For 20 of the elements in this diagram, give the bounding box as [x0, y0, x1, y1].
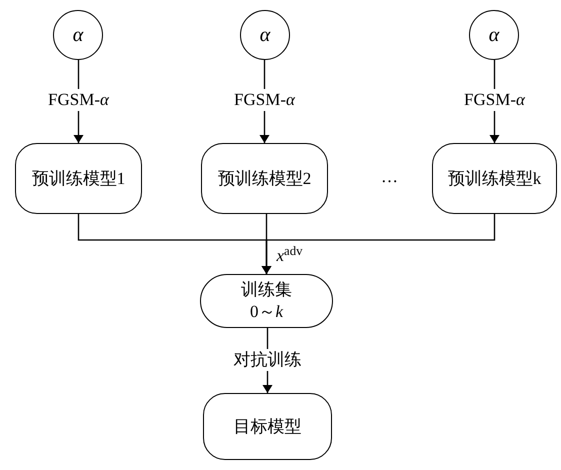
arrow	[262, 214, 496, 274]
edge-label: FGSM-α	[46, 89, 111, 111]
node-text: α	[260, 23, 270, 48]
process-box	[432, 143, 557, 214]
process-box	[15, 143, 142, 214]
process-box	[201, 143, 328, 214]
node-text: 预训练模型1	[32, 168, 126, 190]
edge-label: FGSM-α	[462, 89, 527, 111]
node-text: 训练集	[241, 279, 292, 301]
process-box	[203, 393, 332, 460]
process-box	[200, 274, 333, 328]
edge-label: 对抗训练	[232, 349, 304, 371]
ellipsis: …	[381, 166, 398, 188]
node-text: 目标模型	[234, 416, 302, 438]
node-text: 0～k	[250, 301, 284, 323]
node-text: 预训练模型2	[218, 168, 312, 190]
edge-label: FGSM-α	[232, 89, 297, 111]
node-text: α	[72, 23, 84, 48]
node-text: α	[488, 23, 500, 48]
node-text: 预训练模型k	[448, 168, 542, 190]
